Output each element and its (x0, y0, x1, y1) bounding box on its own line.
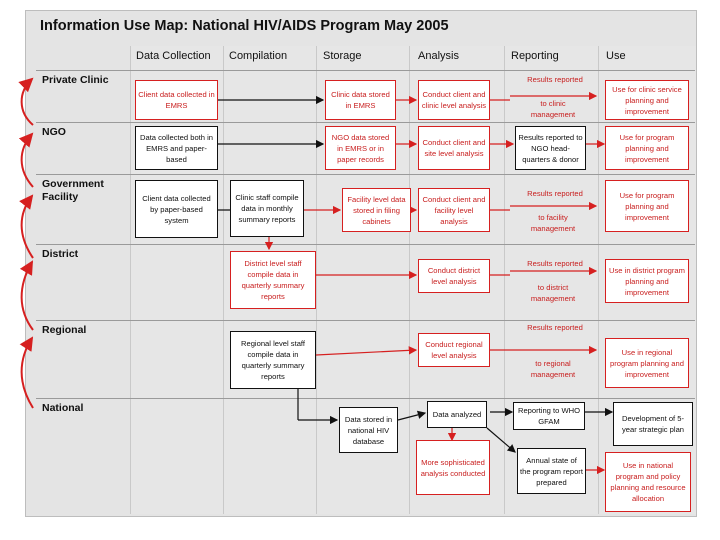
row-divider (36, 398, 695, 399)
text-to-clinic-management: to clinic management (530, 99, 576, 119)
box-ngo-data-stored: NGO data stored in EMRS or in paper reco… (325, 126, 396, 170)
row-label-regional: Regional (42, 324, 87, 336)
box-use-clinic-planning: Use for clinic service planning and impr… (605, 80, 689, 120)
box-district-staff-compile: District level staff compile data in qua… (230, 251, 316, 309)
box-data-analyzed: Data analyzed (427, 401, 487, 428)
row-label-government-facility: Government Facility (42, 178, 104, 203)
box-conduct-clinic-analysis: Conduct client and clinic level analysis (418, 80, 490, 120)
box-use-ngo-planning: Use for program planning and improvement (605, 126, 689, 170)
box-regional-staff-compile: Regional level staff compile data in qua… (230, 331, 316, 389)
row-label-private-clinic: Private Clinic (42, 74, 109, 86)
column-header-storage: Storage (323, 50, 362, 62)
text-results-reported: Results reported (527, 75, 583, 84)
box-use-regional-planning: Use in regional program planning and imp… (605, 338, 689, 388)
box-more-sophisticated-analysis: More sophisticated analysis conducted (416, 440, 490, 495)
column-header-data-collection: Data Collection (136, 50, 211, 62)
row-label-district: District (42, 248, 79, 260)
box-data-collected-both: Data collected both in EMRS and paper-ba… (135, 126, 218, 170)
text-to-district-management: to district management (530, 283, 576, 303)
box-national-policy-planning: Use in national program and policy plann… (605, 452, 691, 512)
diagram-title: Information Use Map: National HIV/AIDS P… (40, 18, 449, 34)
column-data-collection-bg (130, 46, 224, 514)
column-reporting-bg (504, 46, 599, 514)
box-conduct-facility-analysis: Conduct client and facility level analys… (418, 188, 490, 232)
text-to-facility-management: to facility management (530, 213, 576, 233)
text-results-reported: Results reported (527, 189, 583, 198)
box-annual-state-report: Annual state of the program report prepa… (517, 448, 586, 494)
box-client-data-paper: Client data collected by paper-based sys… (135, 180, 218, 238)
text-results-reported: Results reported (527, 323, 583, 332)
column-header-reporting: Reporting (511, 50, 559, 62)
row-divider (36, 244, 695, 245)
row-divider (36, 320, 695, 321)
box-conduct-district-analysis: Conduct district level analysis (418, 259, 490, 293)
box-clinic-staff-compile: Clinic staff compile data in monthly sum… (230, 180, 304, 237)
box-five-year-plan: Development of 5-year strategic plan (613, 402, 693, 446)
column-header-compilation: Compilation (229, 50, 288, 62)
row-divider (36, 174, 695, 175)
box-facility-data-stored: Facility level data stored in filing cab… (342, 188, 411, 232)
column-header-analysis: Analysis (418, 50, 459, 62)
box-client-data-emrs: Client data collected in EMRS (135, 80, 218, 120)
box-national-hiv-database: Data stored in national HIV database (339, 407, 398, 453)
row-label-national: National (42, 402, 84, 414)
box-conduct-regional-analysis: Conduct regional level analysis (418, 333, 490, 367)
box-results-to-ngo-hq: Results reported to NGO head-quarters & … (515, 126, 586, 170)
box-clinic-data-stored: Clinic data stored in EMRS (325, 80, 396, 120)
box-use-district-planning: Use in district program planning and imp… (605, 259, 689, 303)
row-label-ngo: NGO (42, 126, 66, 138)
text-results-reported: Results reported (527, 259, 583, 268)
column-header-use: Use (606, 50, 626, 62)
row-divider (36, 70, 695, 71)
text-to-regional-management: to regional management (530, 359, 576, 379)
box-conduct-site-analysis: Conduct client and site level analysis (418, 126, 490, 170)
row-divider (36, 122, 695, 123)
box-use-facility-planning: Use for program planning and improvement (605, 180, 689, 232)
box-reporting-who-gfam: Reporting to WHO GFAM (513, 402, 585, 430)
